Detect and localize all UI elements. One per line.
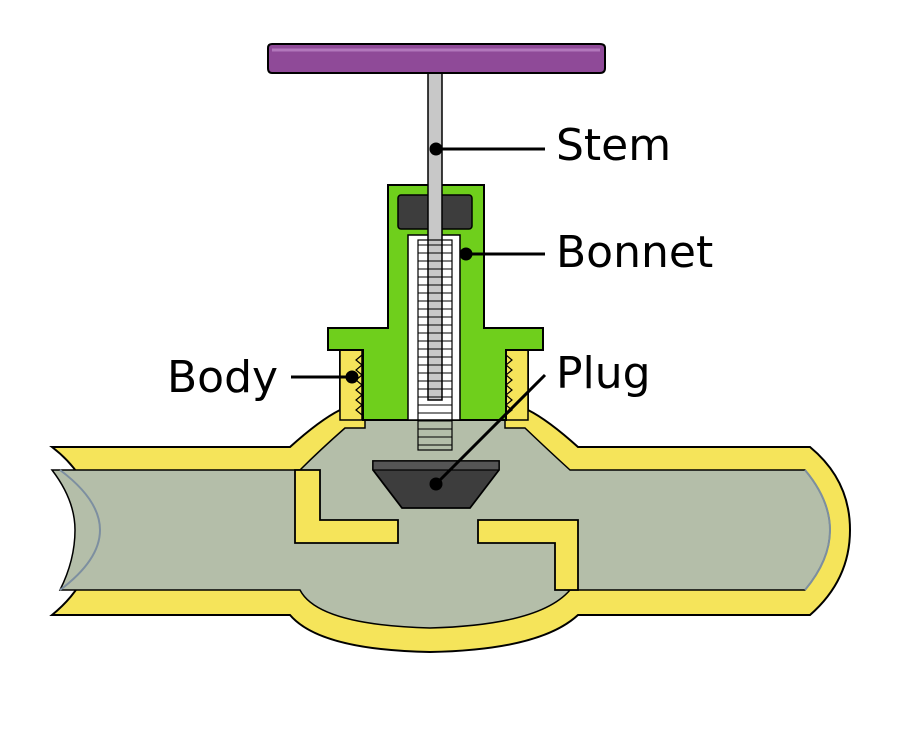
stem-leader-dot xyxy=(429,142,443,156)
stem-shaft xyxy=(427,69,443,401)
seat-wall-right xyxy=(477,519,579,591)
plug-label: Plug xyxy=(556,348,651,399)
stem-label: Stem xyxy=(556,120,671,171)
bonnet-threads-left xyxy=(355,354,363,416)
plug-top xyxy=(372,460,500,471)
body-label: Body xyxy=(167,352,278,403)
bonnet-leader-dot xyxy=(459,247,473,261)
inlet-opening xyxy=(59,469,102,591)
stem-threads xyxy=(418,244,452,446)
stem-threaded-section xyxy=(417,239,453,451)
plug-leader-dot xyxy=(429,477,443,491)
outlet-opening xyxy=(804,469,832,591)
bonnet-threads-right xyxy=(505,354,513,416)
seat-wall-left xyxy=(294,469,399,544)
handwheel xyxy=(267,43,606,74)
bonnet-label: Bonnet xyxy=(556,227,713,278)
leader-lines xyxy=(291,142,547,491)
body-leader-dot xyxy=(345,370,359,384)
plug-leader xyxy=(434,373,547,486)
handwheel-disc xyxy=(267,43,606,74)
body-neck-left xyxy=(339,349,363,421)
